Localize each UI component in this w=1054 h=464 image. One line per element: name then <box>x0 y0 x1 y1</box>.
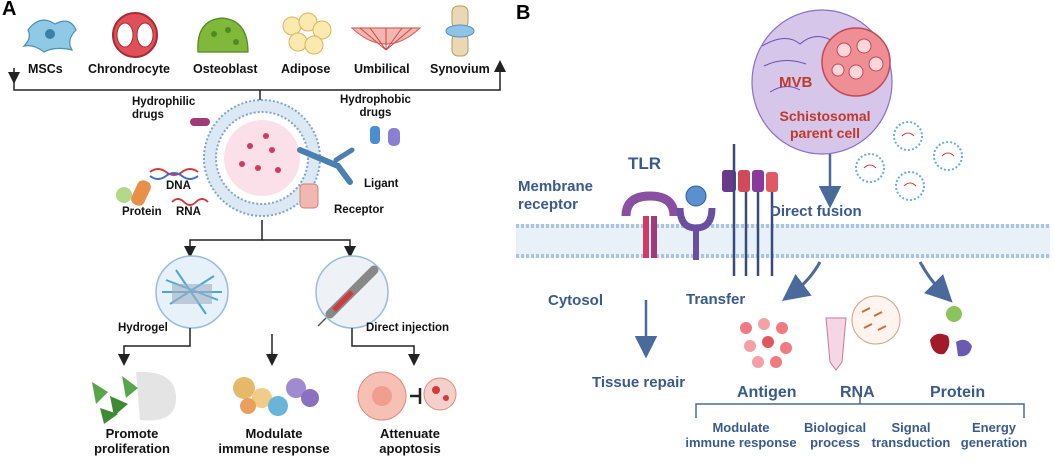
synovium-joint-icon <box>445 5 475 57</box>
protein-icon <box>116 180 151 206</box>
panel-b-letter: B <box>516 2 531 24</box>
panel-a-letter: A <box>2 0 17 20</box>
function-bracket <box>695 403 1025 418</box>
adipose-icon <box>282 12 332 55</box>
rna-label: RNA <box>176 206 201 218</box>
cargo-rna-label: RNA <box>840 384 875 401</box>
tlr-receptor-icon <box>621 191 679 258</box>
tissue-repair-label: Tissue repair <box>592 374 686 391</box>
apoptosis-cells-icon <box>357 371 457 421</box>
hydrophobic-drug-icon <box>370 126 400 146</box>
outcome-modulate-immune: Modulate immune response <box>218 426 330 456</box>
hydrophilic-drug-icon <box>190 118 210 126</box>
source-label-chondrocyte: Chrondrocyte <box>88 62 170 76</box>
proliferation-cells-icon <box>92 371 176 424</box>
hydrophobic-drugs-label: Hydrophobic drugs <box>340 94 411 119</box>
protein-label: Protein <box>122 206 162 218</box>
cytosol-label: Cytosol <box>548 292 604 309</box>
source-label-adipose: Adipose <box>281 62 331 76</box>
direct-injection-label: Direct injection <box>366 322 450 334</box>
chondrocyte-icon <box>112 12 158 58</box>
protein-arrow <box>918 261 953 303</box>
outcome-attenuate-apoptosis: Attenuate apoptosis <box>379 426 441 456</box>
source-label-umbilical: Umbilical <box>354 62 410 76</box>
dna-label: DNA <box>166 180 191 192</box>
receptor-icon <box>299 183 319 209</box>
hydrophilic-drugs-label: Hydrophilic drugs <box>132 96 196 121</box>
direct-fusion-label: Direct fusion <box>770 203 862 220</box>
immune-cells-icon <box>233 377 319 416</box>
source-label-mscs: MSCs <box>28 62 63 76</box>
sources-bracket <box>13 78 501 91</box>
syringe-icon <box>315 255 389 329</box>
antigen-icon <box>740 318 792 368</box>
function-modulate-immune: Modulate immune response <box>685 420 797 450</box>
rna-icon <box>171 198 209 206</box>
rna-tube-icon <box>825 295 901 371</box>
tlr-label: TLR <box>628 154 662 173</box>
parent-cell-label: Schistosomal parent cell <box>779 108 871 141</box>
source-label-osteoblast: Osteoblast <box>193 62 258 76</box>
hydrogel-icon <box>155 255 229 329</box>
mvb-label: MVB <box>779 74 813 91</box>
protein-cluster-icon <box>930 306 972 357</box>
function-biological-process: Biological process <box>803 420 867 450</box>
exosome-particles-icon <box>855 121 963 201</box>
function-energy-generation: Energy generation <box>960 420 1028 450</box>
source-label-synovium: Synovium <box>430 62 490 76</box>
cargo-protein-label: Protein <box>930 384 986 401</box>
transfer-label: Transfer <box>686 291 746 308</box>
membrane-receptor-label: Membrane receptor <box>518 178 594 213</box>
transfer-arrow <box>782 261 822 302</box>
function-signal-transduction: Signal transduction <box>871 420 951 450</box>
outcome-promote-proliferation: Promote proliferation <box>94 426 170 456</box>
membrane-receptor-icon <box>676 185 716 260</box>
umbilical-icon <box>350 27 422 51</box>
exosome-icon <box>203 99 321 217</box>
dna-icon <box>149 168 199 176</box>
receptor-cluster-icon <box>722 144 778 276</box>
msc-cell-icon <box>22 19 77 53</box>
mvb-icon <box>821 27 891 97</box>
receptor-label: Receptor <box>334 204 384 216</box>
cargo-antigen-label: Antigen <box>737 384 797 401</box>
ligant-label: Ligant <box>364 178 399 190</box>
membrane <box>516 224 1050 258</box>
osteoblast-icon <box>197 17 249 53</box>
hydrogel-label: Hydrogel <box>118 322 168 334</box>
ligand-icon <box>297 147 355 185</box>
